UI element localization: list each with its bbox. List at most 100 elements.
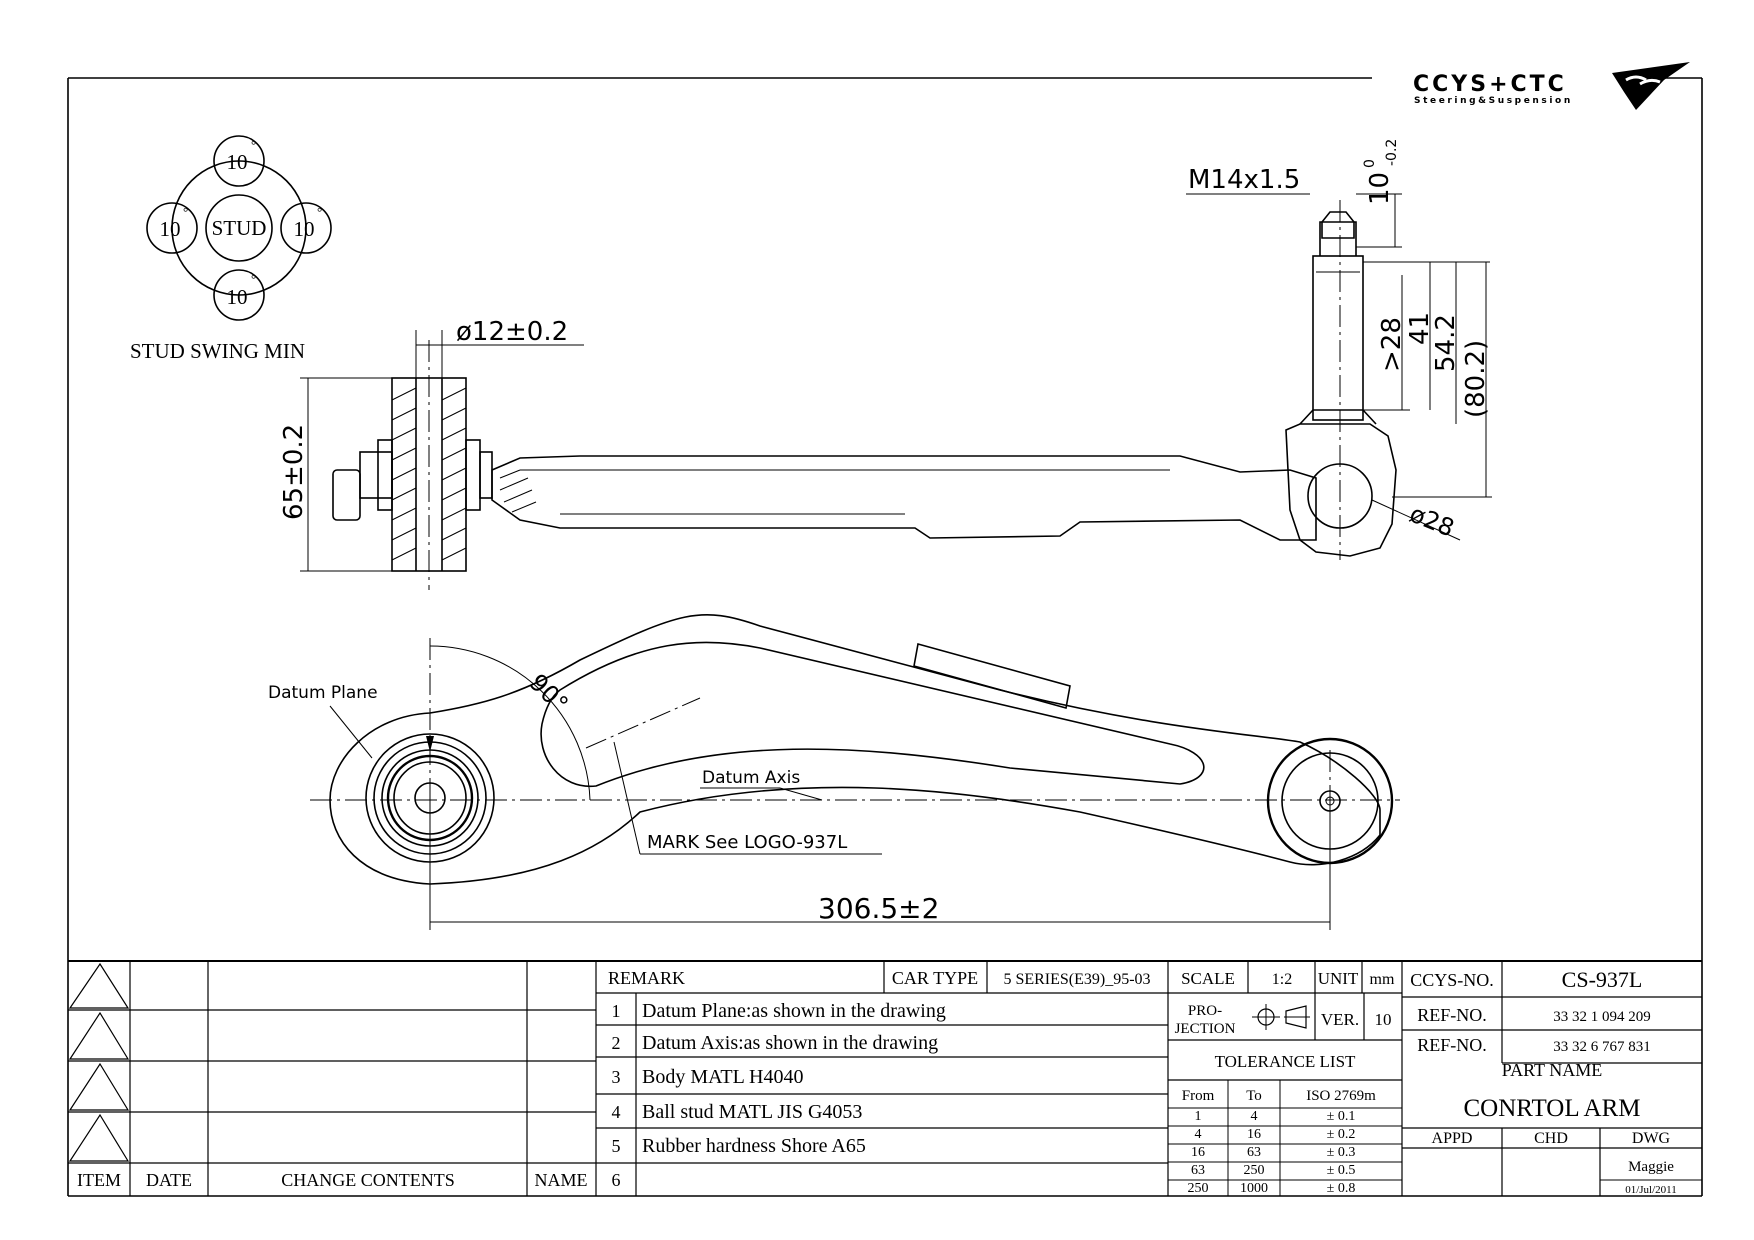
remark-text: Datum Axis:as shown in the drawing <box>642 1032 938 1054</box>
part-info-block: CCYS-NO. CS-937L REF-NO. 33 32 1 094 209… <box>1410 967 1677 1196</box>
unit-value: mm <box>1370 971 1395 988</box>
logo-tagline: Steering&Suspension <box>1414 96 1573 106</box>
tol-to: 1000 <box>1240 1181 1268 1196</box>
arm-body <box>491 455 1317 541</box>
remark-text: Rubber hardness Shore A65 <box>642 1135 866 1157</box>
unit-label: UNIT <box>1318 969 1359 988</box>
remark-no: 4 <box>612 1102 621 1122</box>
scale-label: SCALE <box>1181 969 1235 988</box>
swing-top: 10 <box>227 150 248 174</box>
tol-value: ± 0.3 <box>1327 1145 1356 1160</box>
sheet-border <box>67 77 1703 1197</box>
remarks-table: REMARK CAR TYPE 5 SERIES(E39)_95-03 1 Da… <box>608 968 1151 1190</box>
dim-bore: ø12±0.2 <box>456 317 568 347</box>
tol-value: ± 0.1 <box>1327 1109 1356 1124</box>
side-view <box>332 200 1397 590</box>
ball-stud <box>1312 255 1364 421</box>
top-dimensions: 306.5±2 90° Datum Plane Datum Axis MARK … <box>268 645 1331 930</box>
rev-header-name: NAME <box>535 1170 588 1190</box>
rev-header-item: ITEM <box>77 1170 121 1190</box>
stud-swing-title: STUD SWING MIN <box>130 339 305 363</box>
svg-text:°: ° <box>317 204 322 219</box>
remark-text: Datum Plane:as shown in the drawing <box>642 1000 946 1022</box>
drawer-name: Maggie <box>1628 1159 1674 1175</box>
ref-no-value-1: 33 32 1 094 209 <box>1553 1009 1651 1025</box>
svg-text:°: ° <box>183 204 188 219</box>
dim-41: 41 <box>1405 312 1435 345</box>
svg-text:JECTION: JECTION <box>1175 1021 1236 1037</box>
stud-label: STUD <box>212 216 267 240</box>
tol-value: ± 0.2 <box>1327 1127 1356 1142</box>
dim-28: >28 <box>1377 317 1407 372</box>
tol-value: ± 0.8 <box>1327 1181 1356 1196</box>
swing-right: 10 <box>294 217 315 241</box>
arm-slot <box>540 641 1205 787</box>
swing-bottom: 10 <box>227 285 248 309</box>
chd-label: CHD <box>1534 1130 1568 1147</box>
tol-from-header: From <box>1182 1088 1215 1104</box>
projection-label: PRO- <box>1188 1003 1222 1019</box>
dim-thread: M14x1.5 <box>1188 165 1300 195</box>
drawing-date: 01/Jul/2011 <box>1625 1184 1677 1196</box>
tol-value: ± 0.5 <box>1327 1163 1356 1178</box>
dwg-label: DWG <box>1632 1130 1671 1147</box>
rubber-boot <box>913 642 1071 710</box>
tol-to-header: To <box>1246 1088 1262 1104</box>
top-view <box>310 614 1400 900</box>
part-name-label: PART NAME <box>1502 1060 1602 1080</box>
tolerance-title: TOLERANCE LIST <box>1215 1052 1356 1071</box>
tol-from: 250 <box>1188 1181 1209 1196</box>
remark-no: 2 <box>612 1033 621 1053</box>
mark-label: MARK See LOGO-937L <box>647 832 847 853</box>
dim-angle: 90° <box>524 668 574 718</box>
remark-no: 3 <box>612 1067 621 1087</box>
stud-thread <box>1319 221 1357 256</box>
tol-from: 16 <box>1191 1145 1205 1160</box>
ball-joint-housing <box>1285 423 1397 557</box>
tol-to: 4 <box>1251 1109 1258 1124</box>
arm-outline <box>329 614 1381 885</box>
tol-to: 63 <box>1247 1145 1261 1160</box>
spec-table: SCALE 1:2 UNIT mm PRO- JECTION VER. 10 T… <box>1175 969 1395 1196</box>
title-block <box>68 960 1702 1196</box>
ver-label: VER. <box>1321 1010 1359 1029</box>
ver-value: 10 <box>1375 1010 1392 1029</box>
tol-from: 63 <box>1191 1163 1205 1178</box>
remark-text: Ball stud MATL JIS G4053 <box>642 1101 862 1123</box>
tol-to: 250 <box>1244 1163 1265 1178</box>
dim-80: (80.2) <box>1461 340 1491 418</box>
svg-text:-0.2: -0.2 <box>1384 139 1400 166</box>
tol-iso-header: ISO 2769m <box>1306 1088 1376 1104</box>
remark-text: Body MATL H4040 <box>642 1066 803 1088</box>
stud-swing-diagram: STUD 10 ° 10 ° 10 ° 10 ° STUD SWING MIN <box>130 135 332 363</box>
tol-to: 16 <box>1247 1127 1261 1142</box>
dim-54: 54.2 <box>1431 314 1461 372</box>
ref-no-label-2: REF-NO. <box>1417 1035 1487 1055</box>
svg-text:0: 0 <box>1362 159 1378 168</box>
logo-brand: CCYS+CTC <box>1413 72 1567 97</box>
appd-label: APPD <box>1432 1130 1473 1147</box>
side-dimensions: ø12±0.2 65±0.2 M14x1.5 10 0 -0.2 >28 41 … <box>279 139 1492 572</box>
part-name-value: CONRTOL ARM <box>1463 1095 1640 1122</box>
dim-thread-length: 10 <box>1365 172 1395 205</box>
logo-emblem <box>1612 62 1690 110</box>
rev-header-date: DATE <box>146 1170 192 1190</box>
revision-table: ITEM DATE CHANGE CONTENTS NAME <box>77 1170 588 1190</box>
scale-value: 1:2 <box>1272 971 1292 988</box>
ref-no-label-1: REF-NO. <box>1417 1005 1487 1025</box>
ccys-no-value: CS-937L <box>1562 967 1643 992</box>
ccys-no-label: CCYS-NO. <box>1410 970 1494 990</box>
remark-no: 1 <box>612 1001 621 1021</box>
remark-no: 6 <box>612 1170 621 1190</box>
ref-no-value-2: 33 32 6 767 831 <box>1553 1039 1651 1055</box>
datum-plane-label: Datum Plane <box>268 683 378 703</box>
tol-from: 4 <box>1195 1127 1202 1142</box>
swing-left: 10 <box>160 217 181 241</box>
car-type-value: 5 SERIES(E39)_95-03 <box>1003 971 1150 988</box>
svg-text:°: ° <box>251 271 256 286</box>
svg-text:°: ° <box>251 137 256 152</box>
tol-from: 1 <box>1195 1109 1202 1124</box>
car-type-label: CAR TYPE <box>892 968 978 988</box>
rev-header-contents: CHANGE CONTENTS <box>281 1170 455 1190</box>
